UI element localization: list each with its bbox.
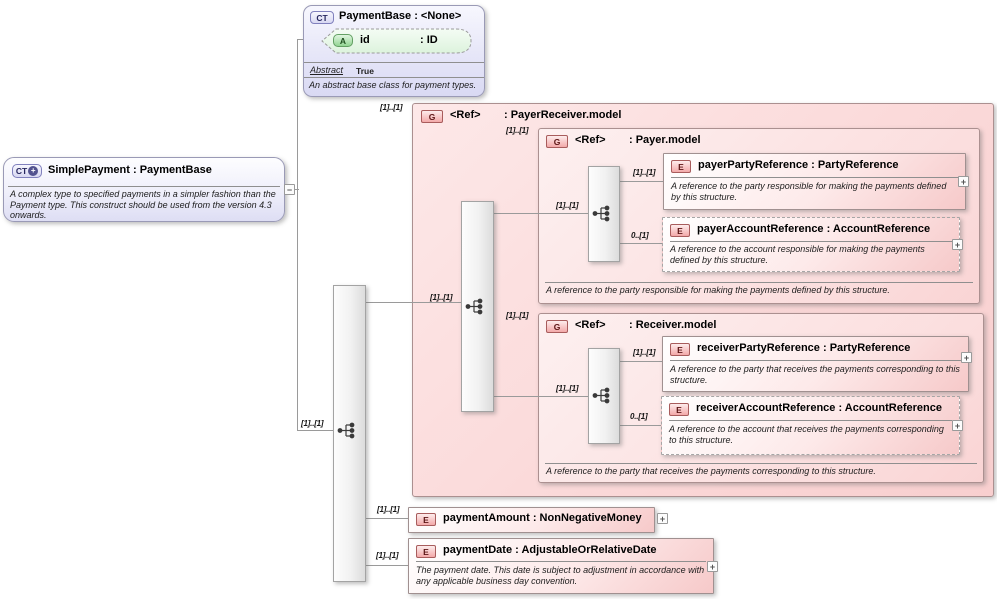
group-name: <Ref>: [450, 109, 481, 121]
divider: [545, 282, 973, 283]
attribute-shape: [321, 28, 472, 54]
element-receiver-account-reference[interactable]: E receiverAccountReference : AccountRefe…: [661, 396, 960, 455]
element-payer-party-reference[interactable]: E payerPartyReference : PartyReference A…: [663, 153, 966, 210]
complextype-simple-payment[interactable]: CT+ SimplePayment : PaymentBase A comple…: [3, 157, 285, 222]
element-title: payerPartyReference : PartyReference: [698, 159, 899, 171]
connector-line: [492, 396, 588, 397]
divider: [669, 420, 952, 421]
element-icon: E: [669, 403, 689, 416]
cardinality-label: [1]..[1]: [506, 311, 529, 320]
group-description: A reference to the party that receives t…: [546, 466, 876, 476]
sequence-compositor-root[interactable]: [333, 285, 366, 582]
collapse-toggle[interactable]: −: [284, 184, 295, 195]
divider: [304, 62, 484, 63]
element-payer-account-reference[interactable]: E payerAccountReference : AccountReferen…: [662, 217, 960, 272]
attribute-name[interactable]: id: [360, 34, 370, 46]
expand-toggle[interactable]: +: [958, 176, 969, 187]
element-description: A reference to the account that receives…: [669, 424, 944, 445]
element-title: paymentAmount : NonNegativeMoney: [443, 512, 642, 524]
element-title: payerAccountReference : AccountReference: [697, 223, 931, 235]
expand-toggle[interactable]: +: [707, 561, 718, 572]
expand-toggle[interactable]: +: [952, 239, 963, 250]
expand-toggle[interactable]: +: [952, 420, 963, 431]
element-description: A reference to the account responsible f…: [670, 244, 925, 265]
expand-toggle[interactable]: +: [657, 513, 668, 524]
connector-line: [298, 430, 334, 431]
complextype-payment-base[interactable]: CT PaymentBase : <None> A id : ID Abstra…: [303, 5, 485, 97]
group-description: A reference to the party responsible for…: [546, 285, 890, 295]
connector-line: [295, 189, 299, 190]
element-icon: E: [416, 513, 436, 526]
group-type: : PayerReceiver.model: [504, 109, 622, 121]
element-payment-amount[interactable]: E paymentAmount : NonNegativeMoney: [408, 507, 655, 533]
element-description: A reference to the party responsible for…: [671, 181, 947, 202]
abstract-value: True: [356, 66, 374, 76]
complextype-description: A complex type to specified payments in …: [10, 189, 276, 220]
group-icon: G: [421, 110, 443, 123]
divider: [670, 241, 952, 242]
element-title: receiverAccountReference : AccountRefere…: [696, 402, 942, 414]
element-title: receiverPartyReference : PartyReference: [697, 342, 911, 354]
complextype-title: PaymentBase : <None>: [339, 10, 462, 22]
cardinality-label: [1]..[1]: [633, 168, 656, 177]
divider: [8, 186, 280, 187]
group-icon: G: [546, 135, 568, 148]
sequence-icon: [465, 298, 483, 315]
element-description: A reference to the party that receives t…: [670, 364, 960, 385]
element-description: The payment date. This date is subject t…: [416, 565, 705, 586]
group-name: <Ref>: [575, 319, 606, 331]
divider: [416, 561, 706, 562]
complextype-description: An abstract base class for payment types…: [309, 80, 477, 90]
attribute-type: : ID: [420, 34, 438, 46]
element-icon: E: [416, 545, 436, 558]
complextype-title: SimplePayment : PaymentBase: [48, 164, 212, 176]
group-name: <Ref>: [575, 134, 606, 146]
cardinality-label: [1]..[1]: [506, 126, 529, 135]
cardinality-label: 0..[1]: [630, 412, 648, 421]
cardinality-label: [1]..[1]: [377, 505, 400, 514]
sequence-icon: [592, 387, 610, 404]
divider: [670, 360, 961, 361]
cardinality-label: [1]..[1]: [633, 348, 656, 357]
connector-line: [364, 518, 408, 519]
sequence-icon: [592, 205, 610, 222]
element-receiver-party-reference[interactable]: E receiverPartyReference : PartyReferenc…: [662, 336, 969, 392]
element-icon: E: [671, 160, 691, 173]
group-icon: G: [546, 320, 568, 333]
cardinality-label: [1]..[1]: [556, 201, 579, 210]
cardinality-label: 0..[1]: [631, 231, 649, 240]
attribute-icon: A: [333, 34, 353, 47]
group-type: : Receiver.model: [629, 319, 717, 331]
element-payment-date[interactable]: E paymentDate : AdjustableOrRelativeDate…: [408, 538, 714, 594]
element-title: paymentDate : AdjustableOrRelativeDate: [443, 544, 657, 556]
connector-line: [364, 302, 461, 303]
abstract-label: Abstract: [310, 65, 344, 75]
expand-toggle[interactable]: +: [961, 352, 972, 363]
element-icon: E: [670, 224, 690, 237]
connector-line: [297, 39, 298, 431]
divider: [671, 177, 958, 178]
derived-plus-icon: +: [28, 166, 39, 176]
divider: [545, 463, 977, 464]
connector-line: [492, 213, 588, 214]
cardinality-label: [1]..[1]: [430, 293, 453, 302]
connector-line: [618, 181, 663, 182]
connector-line: [618, 425, 661, 426]
element-icon: E: [670, 343, 690, 356]
complextype-icon: CT+: [12, 164, 42, 178]
sequence-icon: [337, 422, 355, 439]
cardinality-label: [1]..[1]: [301, 419, 324, 428]
cardinality-label: [1]..[1]: [376, 551, 399, 560]
divider: [304, 77, 484, 78]
complextype-icon: CT: [310, 11, 334, 24]
connector-line: [364, 565, 408, 566]
cardinality-label: [1]..[1]: [380, 103, 403, 112]
connector-line: [618, 243, 662, 244]
cardinality-label: [1]..[1]: [556, 384, 579, 393]
connector-line: [618, 361, 662, 362]
group-type: : Payer.model: [629, 134, 701, 146]
